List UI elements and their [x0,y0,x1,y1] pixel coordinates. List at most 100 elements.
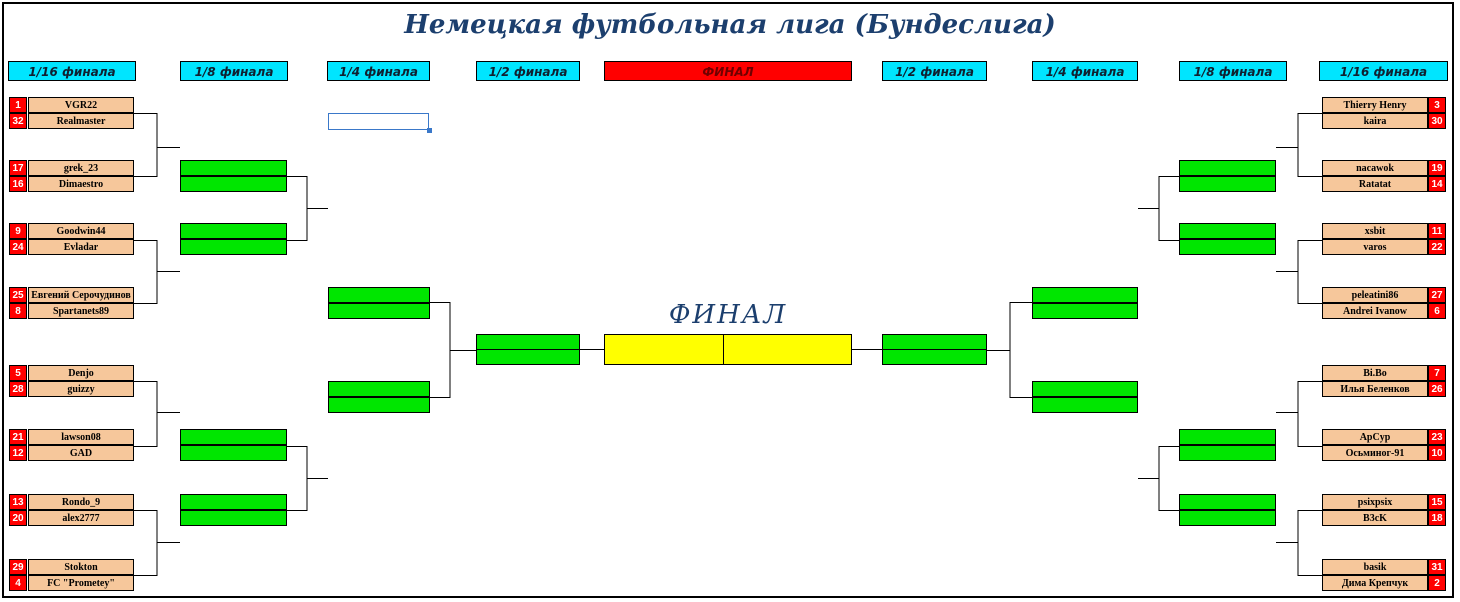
seed-cell[interactable]: 4 [9,575,27,591]
r8-right-slot[interactable] [1179,445,1276,461]
r8-left-slot[interactable] [180,239,287,255]
seed-cell[interactable]: 31 [1428,559,1446,575]
player-cell[interactable]: GAD [28,445,134,461]
seed-cell[interactable]: 8 [9,303,27,319]
player-cell[interactable]: Евгений Серочудинов [28,287,134,303]
seed-cell[interactable]: 23 [1428,429,1446,445]
seed-cell[interactable]: 5 [9,365,27,381]
r4-right-slot[interactable] [1032,287,1138,303]
header-r4-right[interactable]: 1/4 финала [1032,61,1138,81]
selected-cell[interactable] [328,113,432,133]
player-cell[interactable]: Илья Беленков [1322,381,1428,397]
r8-left-slot[interactable] [180,223,287,239]
seed-cell[interactable]: 22 [1428,239,1446,255]
r4-left-slot[interactable] [328,381,430,397]
player-cell[interactable]: VGR22 [28,97,134,113]
header-semi-left[interactable]: 1/2 финала [476,61,580,81]
r8-left-slot[interactable] [180,510,287,526]
player-cell[interactable]: Thierry Henry [1322,97,1428,113]
r4-left-slot[interactable] [328,397,430,413]
seed-cell[interactable]: 19 [1428,160,1446,176]
player-cell[interactable]: Дима Крепчук [1322,575,1428,591]
r8-left-slot[interactable] [180,429,287,445]
player-cell[interactable]: Ratatat [1322,176,1428,192]
seed-cell[interactable]: 6 [1428,303,1446,319]
player-cell[interactable]: ApCyp [1322,429,1428,445]
seed-cell[interactable]: 26 [1428,381,1446,397]
player-cell[interactable]: Spartanets89 [28,303,134,319]
final-slot-left[interactable] [604,334,724,365]
player-cell[interactable]: grek_23 [28,160,134,176]
seed-cell[interactable]: 12 [9,445,27,461]
player-cell[interactable]: B3cK [1322,510,1428,526]
semi-left-slot[interactable] [476,349,580,365]
player-cell[interactable]: Andrei Ivanow [1322,303,1428,319]
r8-right-slot[interactable] [1179,176,1276,192]
r8-right-slot[interactable] [1179,223,1276,239]
seed-cell[interactable]: 16 [9,176,27,192]
seed-cell[interactable]: 14 [1428,176,1446,192]
player-cell[interactable]: Stokton [28,559,134,575]
player-cell[interactable]: peleatini86 [1322,287,1428,303]
player-cell[interactable]: basik [1322,559,1428,575]
r4-right-slot[interactable] [1032,397,1138,413]
player-cell[interactable]: Bi.Bo [1322,365,1428,381]
r8-right-slot[interactable] [1179,239,1276,255]
seed-cell[interactable]: 15 [1428,494,1446,510]
seed-cell[interactable]: 29 [9,559,27,575]
player-cell[interactable]: xsbit [1322,223,1428,239]
player-cell[interactable]: FC "Prometey" [28,575,134,591]
seed-cell[interactable]: 11 [1428,223,1446,239]
header-r16-left[interactable]: 1/16 финала [8,61,136,81]
r8-right-slot[interactable] [1179,494,1276,510]
header-final[interactable]: ФИНАЛ [604,61,852,81]
seed-cell[interactable]: 27 [1428,287,1446,303]
seed-cell[interactable]: 9 [9,223,27,239]
seed-cell[interactable]: 7 [1428,365,1446,381]
seed-cell[interactable]: 1 [9,97,27,113]
r4-right-slot[interactable] [1032,303,1138,319]
seed-cell[interactable]: 28 [9,381,27,397]
player-cell[interactable]: Goodwin44 [28,223,134,239]
player-cell[interactable]: Realmaster [28,113,134,129]
header-r16-right[interactable]: 1/16 финала [1319,61,1448,81]
seed-cell[interactable]: 25 [9,287,27,303]
player-cell[interactable]: psixpsix [1322,494,1428,510]
seed-cell[interactable]: 32 [9,113,27,129]
seed-cell[interactable]: 17 [9,160,27,176]
header-r8-left[interactable]: 1/8 финала [180,61,288,81]
player-cell[interactable]: Осьминог-91 [1322,445,1428,461]
r4-right-slot[interactable] [1032,381,1138,397]
r8-left-slot[interactable] [180,445,287,461]
seed-cell[interactable]: 3 [1428,97,1446,113]
semi-right-slot[interactable] [882,349,987,365]
seed-cell[interactable]: 10 [1428,445,1446,461]
r4-left-slot[interactable] [328,303,430,319]
seed-cell[interactable]: 13 [9,494,27,510]
header-r4-left[interactable]: 1/4 финала [327,61,430,81]
r8-right-slot[interactable] [1179,510,1276,526]
player-cell[interactable]: Denjo [28,365,134,381]
r8-right-slot[interactable] [1179,429,1276,445]
semi-left-slot[interactable] [476,334,580,350]
r8-left-slot[interactable] [180,176,287,192]
seed-cell[interactable]: 2 [1428,575,1446,591]
player-cell[interactable]: kaira [1322,113,1428,129]
r8-left-slot[interactable] [180,494,287,510]
r8-right-slot[interactable] [1179,160,1276,176]
player-cell[interactable]: varos [1322,239,1428,255]
player-cell[interactable]: lawson08 [28,429,134,445]
player-cell[interactable]: Rondo_9 [28,494,134,510]
seed-cell[interactable]: 20 [9,510,27,526]
r8-left-slot[interactable] [180,160,287,176]
seed-cell[interactable]: 30 [1428,113,1446,129]
player-cell[interactable]: Evladar [28,239,134,255]
seed-cell[interactable]: 21 [9,429,27,445]
seed-cell[interactable]: 24 [9,239,27,255]
seed-cell[interactable]: 18 [1428,510,1446,526]
player-cell[interactable]: guizzy [28,381,134,397]
semi-right-slot[interactable] [882,334,987,350]
r4-left-slot[interactable] [328,287,430,303]
header-r8-right[interactable]: 1/8 финала [1179,61,1287,81]
final-slot-right[interactable] [723,334,852,365]
